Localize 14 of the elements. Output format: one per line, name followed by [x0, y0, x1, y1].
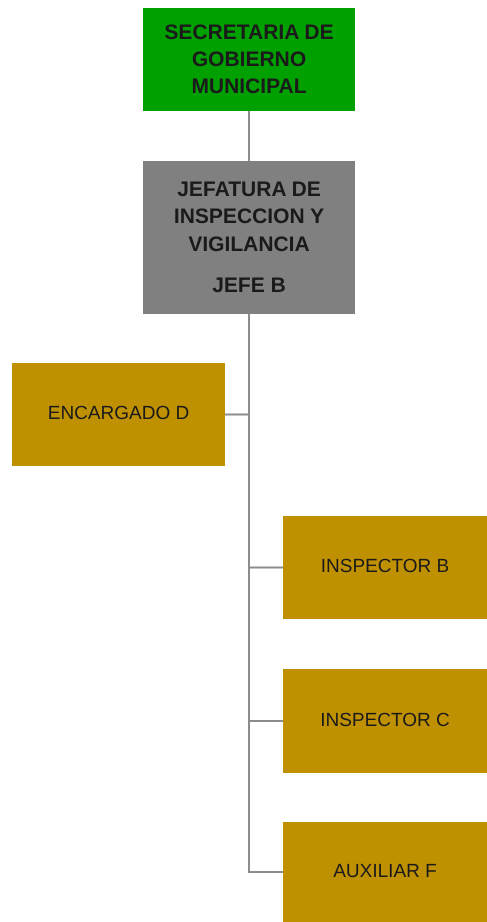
position-box [283, 822, 487, 922]
position-box [283, 516, 487, 619]
box-title: ENCARGADO D [48, 402, 190, 426]
department-box [143, 8, 355, 111]
box-title: INSPECTOR C [320, 708, 450, 733]
box-title: AUXILIAR F [333, 860, 437, 884]
position-box [283, 669, 487, 773]
box-title: SECRETARIA DE GOBIERNO MUNICIPAL [163, 20, 335, 100]
office-box [143, 161, 355, 314]
box-title: INSPECTOR B [320, 555, 450, 580]
position-box [12, 363, 225, 466]
connector-line [248, 111, 250, 161]
position-label: JEFE B [212, 272, 286, 299]
box-title: JEFATURA DE INSPECCION Y VIGILANCIA [172, 176, 326, 258]
